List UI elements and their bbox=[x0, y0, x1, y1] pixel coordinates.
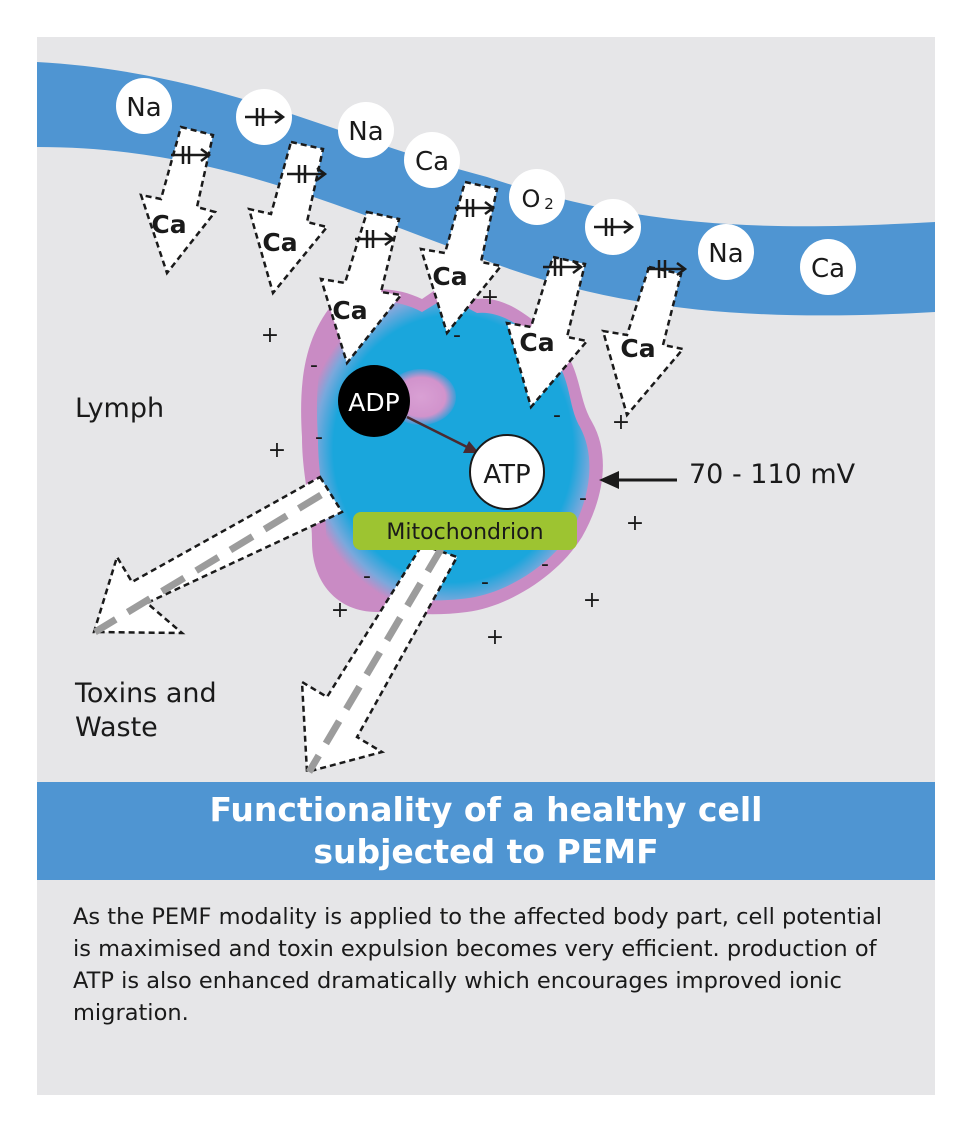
ca-arrow-label-5: Ca bbox=[519, 328, 554, 357]
minus-sign: - bbox=[310, 353, 318, 378]
plus-sign: + bbox=[583, 588, 601, 613]
svg-text:2: 2 bbox=[544, 195, 554, 213]
ca-influx-arrows bbox=[139, 125, 686, 418]
lymph-label: Lymph bbox=[75, 393, 165, 424]
svg-text:Ca: Ca bbox=[811, 254, 845, 284]
toxin-arrow-left-dashes bbox=[93, 492, 323, 635]
ion-na-3: Na bbox=[698, 224, 754, 280]
plus-sign: + bbox=[486, 625, 504, 650]
toxin-outflow-arrows bbox=[92, 475, 459, 774]
plus-sign: + bbox=[268, 438, 286, 463]
description-text: As the PEMF modality is applied to the a… bbox=[73, 904, 883, 1026]
svg-text:Na: Na bbox=[348, 117, 383, 147]
toxins-label: Toxins and Waste bbox=[75, 678, 217, 743]
adp-circle bbox=[338, 365, 410, 437]
charge-signs: + + + + + + + + - - - - - - - - bbox=[261, 285, 644, 650]
plus-sign: + bbox=[331, 598, 349, 623]
ca-arrow-5 bbox=[505, 255, 590, 410]
minus-sign: - bbox=[541, 552, 549, 577]
channel-glyph-6 bbox=[647, 260, 688, 278]
ion-channel-glyphs bbox=[171, 146, 688, 278]
svg-text:Na: Na bbox=[708, 239, 743, 269]
minus-sign: - bbox=[553, 403, 561, 428]
ca-arrow-label-2: Ca bbox=[262, 228, 297, 257]
ion-na-2: Na bbox=[338, 102, 394, 158]
atp-circle bbox=[469, 434, 545, 510]
adp-label: ADP bbox=[348, 388, 399, 417]
toxin-arrow-center-dashes bbox=[305, 547, 445, 774]
ca-arrow-3 bbox=[319, 210, 404, 366]
mitochondrion-bar bbox=[353, 512, 577, 550]
ca-arrow-1 bbox=[139, 125, 218, 276]
ca-arrow-label-1: Ca bbox=[151, 210, 186, 239]
title-banner: Functionality of a healthy cell subjecte… bbox=[37, 782, 935, 880]
banner-title: Functionality of a healthy cell subjecte… bbox=[209, 790, 763, 871]
channel-glyph-4 bbox=[455, 199, 496, 217]
ion-ca-2: Ca bbox=[800, 239, 856, 295]
plus-sign: + bbox=[481, 285, 499, 310]
ion-channel-bubble-2 bbox=[585, 199, 641, 255]
ion-na-1: Na bbox=[116, 78, 172, 134]
membrane-potential-arrowhead bbox=[599, 471, 619, 489]
adp-to-atp-arrow bbox=[406, 415, 468, 449]
diagram-panel: Ca Ca Ca Ca Ca Ca Na Na Ca O 2 bbox=[37, 37, 935, 1095]
ca-arrow-2 bbox=[247, 140, 330, 296]
svg-text:Na: Na bbox=[126, 93, 161, 123]
adp-to-atp-arrowhead bbox=[463, 441, 479, 453]
channel-glyph-2 bbox=[287, 165, 328, 183]
ca-arrow-label-6: Ca bbox=[620, 334, 655, 363]
ion-o2: O 2 bbox=[509, 169, 565, 225]
atp-label: ATP bbox=[483, 460, 530, 490]
ion-ca-1: Ca bbox=[404, 132, 460, 188]
mitochondrion-label: Mitochondrion bbox=[386, 520, 543, 545]
plus-sign: + bbox=[612, 410, 630, 435]
ca-arrow-label-3: Ca bbox=[332, 296, 367, 325]
membrane-ions: Na Na Ca O 2 Na Ca bbox=[116, 78, 856, 295]
minus-sign: - bbox=[363, 564, 371, 589]
ca-arrow-4 bbox=[419, 180, 504, 336]
ca-arrow-labels: Ca Ca Ca Ca Ca Ca bbox=[151, 210, 655, 363]
ca-arrow-6 bbox=[601, 265, 686, 418]
minus-sign: - bbox=[315, 425, 323, 450]
channel-glyph-3 bbox=[355, 230, 396, 248]
svg-text:O: O bbox=[522, 185, 541, 213]
minus-sign: - bbox=[579, 486, 587, 511]
svg-text:Ca: Ca bbox=[415, 147, 449, 177]
channel-glyph-1 bbox=[171, 146, 212, 164]
minus-sign: - bbox=[481, 570, 489, 595]
plus-sign: + bbox=[626, 511, 644, 536]
ca-arrow-label-4: Ca bbox=[432, 262, 467, 291]
ion-channel-bubble-1 bbox=[236, 89, 292, 145]
channel-glyph-5 bbox=[543, 258, 584, 276]
membrane-potential-label: 70 - 110 mV bbox=[689, 459, 856, 490]
plus-sign: + bbox=[261, 323, 279, 348]
minus-sign: - bbox=[453, 323, 461, 348]
cell-diagram: Ca Ca Ca Ca Ca Ca Na Na Ca O 2 bbox=[37, 62, 935, 774]
